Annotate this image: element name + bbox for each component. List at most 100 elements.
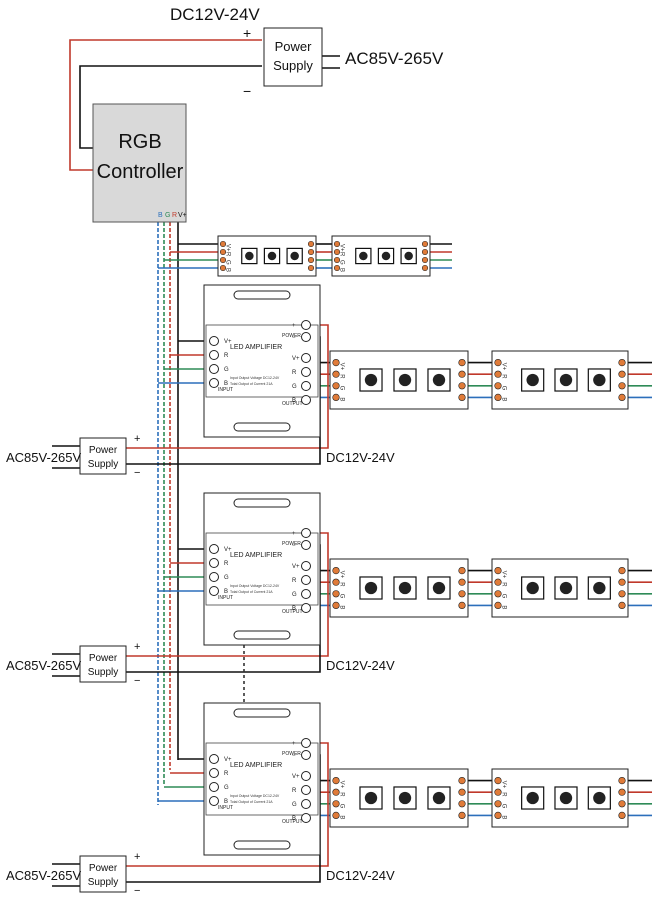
amplifier-title: LED AMPLIFIER [230,552,282,559]
strip-pad-right [618,359,626,367]
strip-pin-label: V+ [501,781,507,789]
stage-power-supply [79,855,127,893]
amplifier-panel [205,324,319,398]
stage-dc-label: DC12V-24V [326,450,395,465]
strip-pin-label: G [339,804,345,809]
strip-pad-right [618,811,626,820]
strip-pad-left [332,811,340,820]
amplifier-spec-1: Input Output Voltage DC12-24V [230,584,280,588]
amplifier-output-pin: V+ [292,356,300,362]
strip-pad-right [421,264,429,272]
strip-pad-right [618,370,626,378]
amplifier-input-label: INPUT [218,805,233,811]
led-chip-core [432,581,446,595]
strip-pad-right [618,601,626,610]
amplifier-output-terminal [301,771,311,781]
amplifier-output-terminal [301,395,311,405]
amplifier-power-pin: − [292,335,296,341]
stage-dc-label: DC12V-24V [326,868,395,883]
amplifier-input-terminal [209,558,219,568]
amplifier-output-pin: R [292,788,297,794]
strip-pad-left [494,382,502,390]
controller-pin-b: B [158,212,163,219]
amplifier-slot-top [233,290,291,300]
amplifier-power-terminal [301,332,311,342]
amplifier-output-terminal [301,367,311,377]
strip-pad-left [494,590,502,598]
amplifier-input-pin: G [224,785,229,791]
amplifier-input-pin: B [224,381,228,387]
top-power-supply: Power Supply [263,27,323,87]
strip-pin-label: B [501,605,507,609]
amplifier-spec-2: Total Output of Current 21A [230,590,273,594]
amplifier-power-pin: − [292,543,296,549]
strip-pad-right [421,256,429,264]
stage-ps-title-2: Supply [88,459,119,470]
amplifier-strip-2: V+RGB [491,768,629,828]
amplifier-output-pin: G [292,592,297,598]
strip-pin-label: R [501,792,507,797]
strip-pad-left [332,776,340,785]
stage-plus-sign: + [134,641,140,653]
strip-pin-label: V+ [339,571,345,579]
stage-dc-label: DC12V-24V [326,658,395,673]
led-chip-core [359,251,368,261]
led-chip-core [526,791,539,805]
amplifier-input-pin: B [224,589,228,595]
strip-pad-right [458,393,466,402]
strip-pin-label: B [339,815,345,819]
amplifier-input-pin: V+ [224,757,232,763]
amplifier-input-pin: G [224,575,229,581]
strip-pad-right [618,578,626,586]
controller-power-minus-wire [79,65,262,149]
controller-pin-r: R [172,212,177,219]
amplifier-slot-top [233,498,291,508]
led-chip-core [432,791,446,805]
strip-pad-right [618,382,626,390]
amplifier-power-terminal [301,320,311,330]
amplifier-input-terminal [209,572,219,582]
amplifier-panel [205,532,319,606]
amplifier-output-terminal [301,603,311,613]
amplifier-power-pin: + [292,741,296,747]
strip-pad-right [458,370,466,378]
strip-pad-right [458,566,466,575]
strip-pad-right [307,240,315,248]
strip-pin-label: G [339,260,345,265]
amplifier-output-pin: G [292,802,297,808]
strip-pad-right [307,264,315,272]
amplifier-input-pin: R [224,561,229,567]
strip-pin-label: G [339,594,345,599]
amplifier-input-terminal [209,336,219,346]
amplifier-power-terminal [301,738,311,748]
strip-pad-right [307,256,315,264]
amplifier-power-label: POWER [282,333,301,339]
amplifier-power-pin: + [292,323,296,329]
amplifier-output-terminal [301,353,311,363]
strip-pin-label: G [501,804,507,809]
amplifier-input-terminal [209,350,219,360]
strip-pad-right [618,393,626,402]
led-chip-core [290,251,299,261]
stage-minus-sign: − [134,467,140,479]
amplifier-spec-1: Input Output Voltage DC12-24V [230,376,280,380]
amplifier-power-pin: + [292,531,296,537]
amplifier-output-terminal [301,589,311,599]
amplifier-power-label: POWER [282,541,301,547]
amplifier-strip-1: V+RGB [329,768,469,828]
strip-pin-label: B [339,268,345,272]
strip-pad-right [458,811,466,820]
amplifier-spec-2: Total Output of Current 21A [230,382,273,386]
top-ps-title-2: Supply [273,58,313,73]
strip-pad-right [458,590,466,598]
amplifier-power-pin: − [292,753,296,759]
strip-pin-label: R [339,582,345,587]
strip-pad-right [421,240,429,248]
amplifier-input-pin: R [224,771,229,777]
strip-pin-label: V+ [339,363,345,371]
strip-pad-left [332,800,340,808]
controller-power-plus-wire [69,39,262,171]
